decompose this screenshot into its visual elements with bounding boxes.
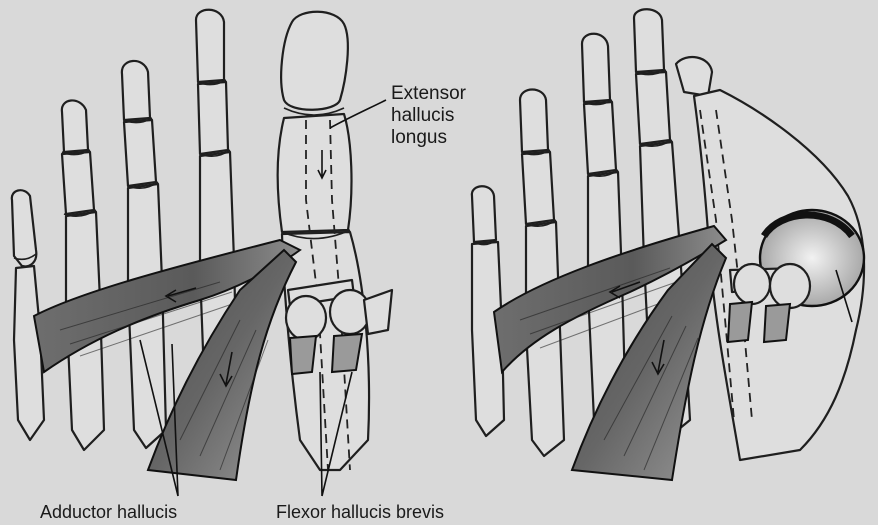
label-extensor-hallucis-longus: Extensor hallucis longus	[391, 83, 501, 149]
right-foot-panel	[472, 9, 864, 480]
label-ehl-line-1: Extensor	[391, 83, 501, 105]
label-ehl-line-2: hallucis	[391, 105, 501, 127]
right-toe-4	[520, 90, 564, 457]
label-ehl-line-3: longus	[391, 127, 501, 149]
label-adductor-hallucis: Adductor hallucis	[40, 501, 177, 523]
left-toe-4	[62, 100, 104, 450]
label-flexor-hallucis-brevis: Flexor hallucis brevis	[276, 501, 444, 523]
left-sesamoids	[286, 280, 392, 374]
left-toe-3	[122, 61, 166, 448]
left-great-toe	[278, 12, 369, 470]
left-foot-panel	[12, 10, 392, 496]
